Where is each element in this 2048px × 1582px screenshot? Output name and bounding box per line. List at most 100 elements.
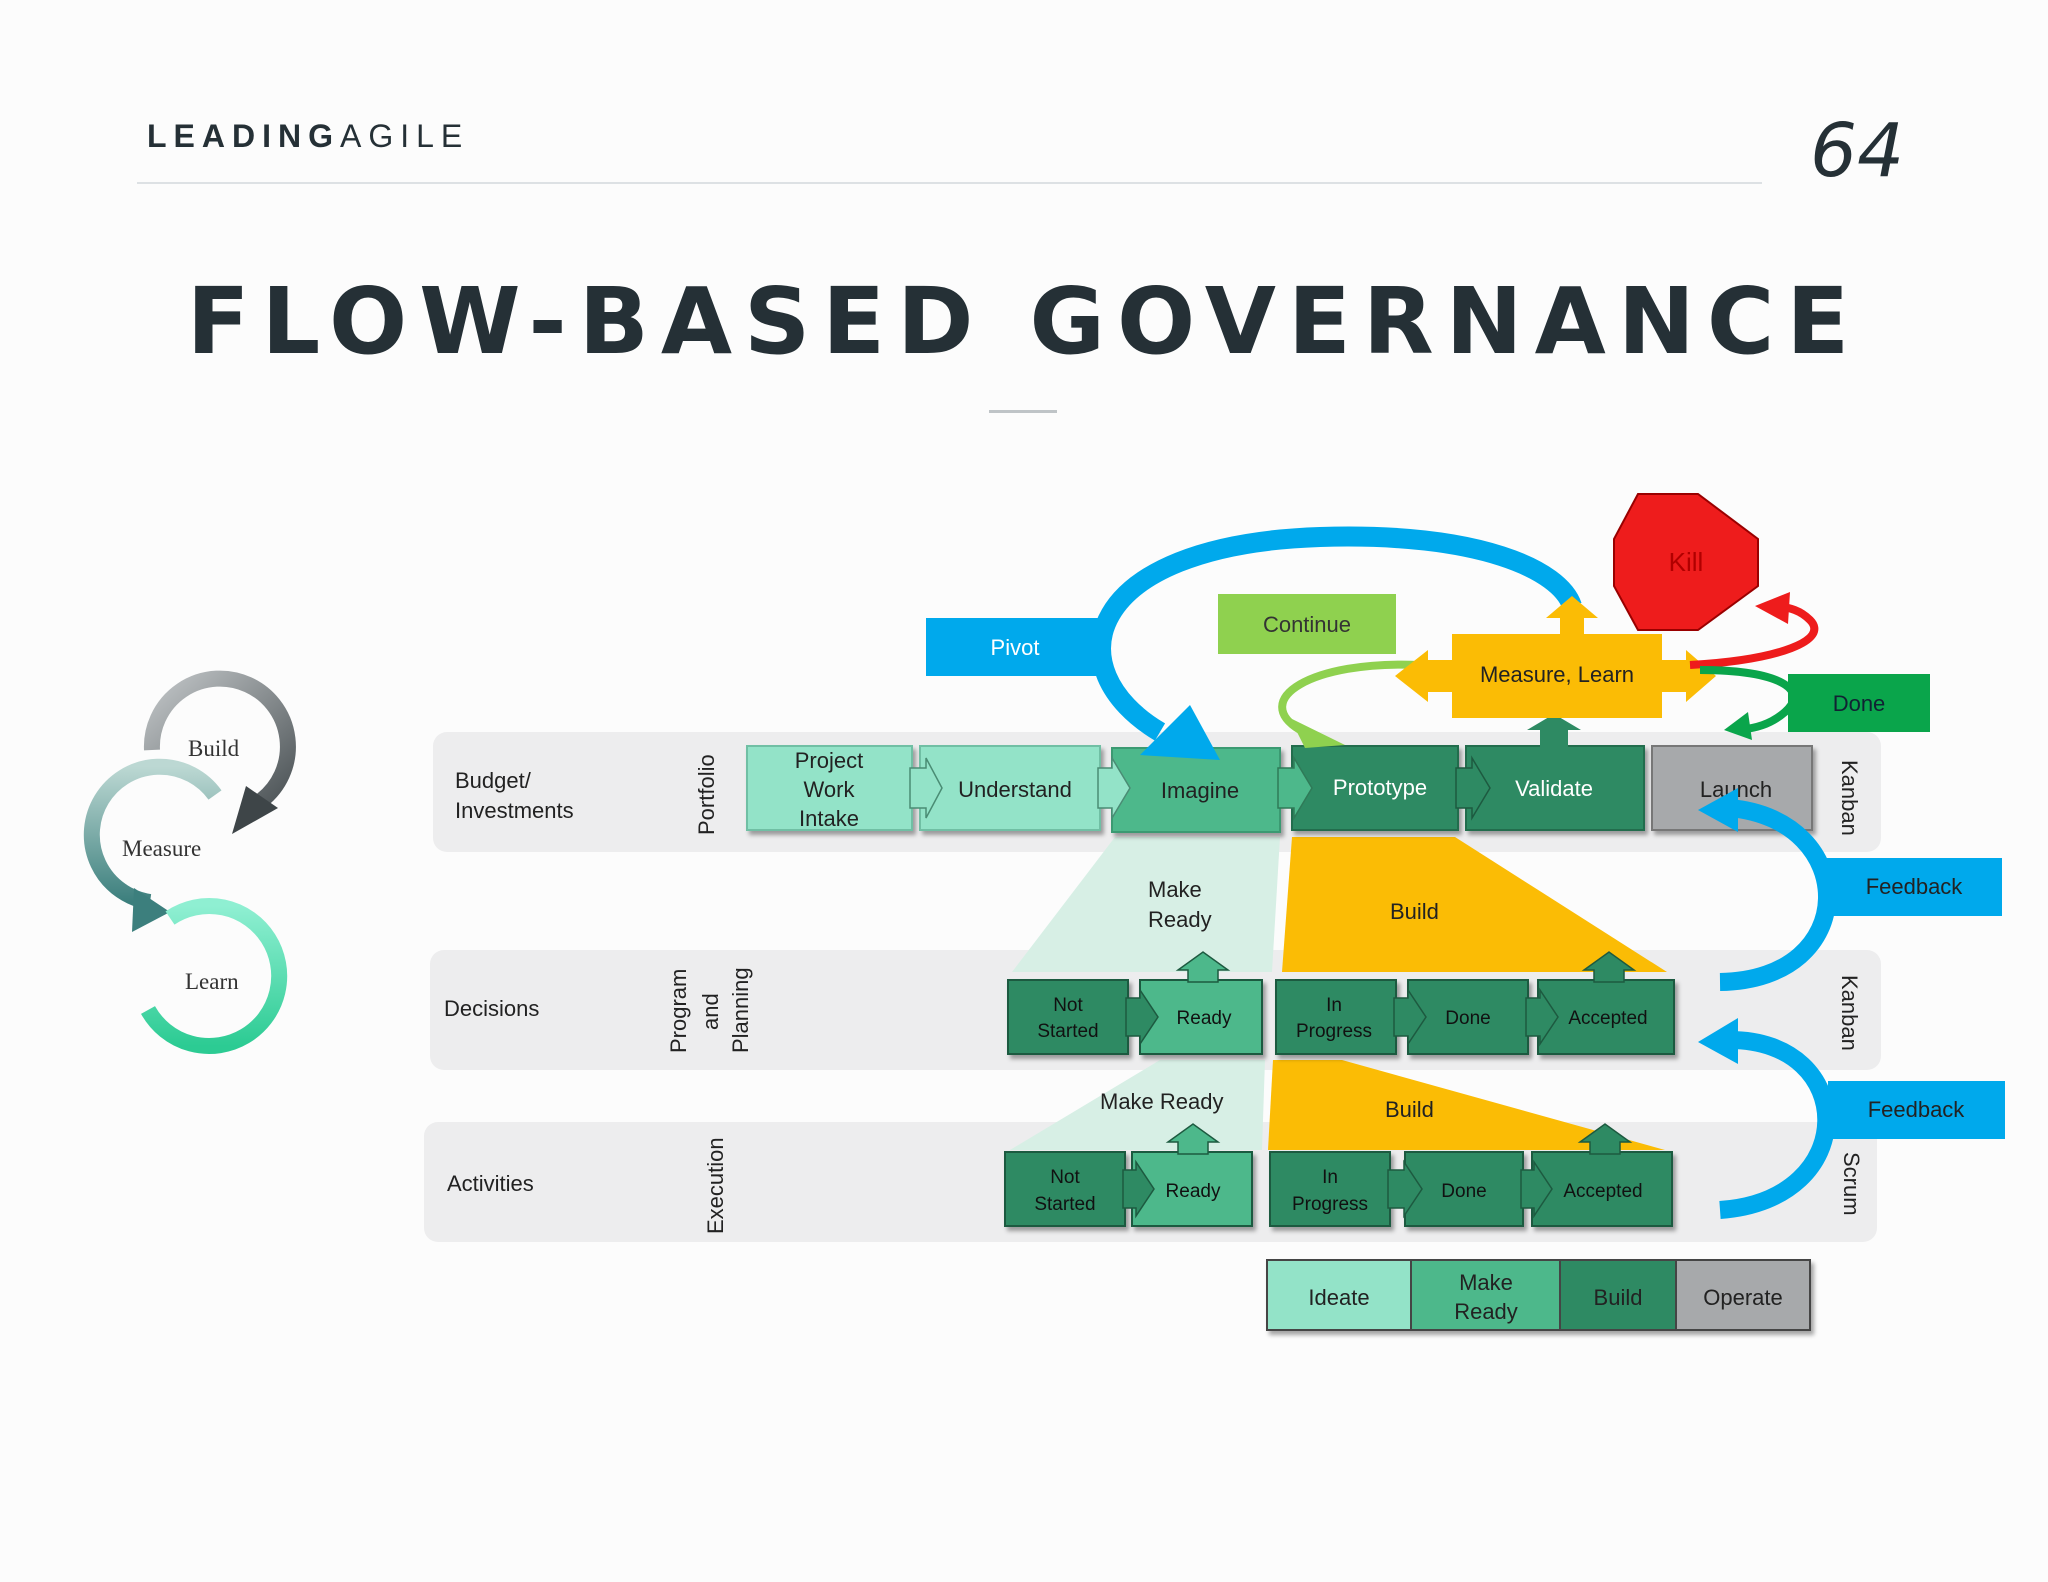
program-method-label: Kanban	[1837, 975, 1862, 1051]
imagine-label: Imagine	[1161, 778, 1239, 803]
program-accepted-label: Accepted	[1568, 1008, 1647, 1029]
arrow-execution-inprogress-done-icon	[1387, 1159, 1423, 1219]
execution-in-progress-label-2: Progress	[1292, 1194, 1368, 1215]
measure-learn-up-arrow-icon	[1546, 596, 1598, 636]
arrow-program-notstarted-ready-icon	[1125, 987, 1159, 1047]
execution-accepted-label: Accepted	[1563, 1181, 1642, 1202]
arrow-program-ready-up-icon	[1175, 951, 1231, 983]
kill-stop-sign-icon	[1613, 493, 1759, 631]
feedback-loop-2-icon	[1719, 1031, 1836, 1219]
portfolio-side-label: Portfolio	[694, 754, 719, 835]
program-side-label-1: Program	[666, 969, 691, 1053]
feedback-arrowhead-2-icon	[1698, 1018, 1738, 1064]
page-title: FLOW-BASED GOVERNANCE	[186, 268, 1862, 375]
continue-label: Continue	[1263, 612, 1351, 637]
build-arc-icon	[143, 670, 296, 807]
program-not-started-label-2: Started	[1037, 1021, 1098, 1042]
intake-label-2: Work	[804, 777, 856, 802]
legend-make-ready-label-2: Ready	[1454, 1299, 1518, 1324]
portfolio-method-label: Kanban	[1837, 760, 1862, 836]
measure-learn-left-arrow-icon	[1395, 650, 1453, 702]
legend-make-ready-label-1: Make	[1459, 1270, 1513, 1295]
page-number: 64	[1810, 108, 1905, 194]
program-make-ready-funnel	[1012, 837, 1280, 972]
execution-method-label: Scrum	[1839, 1152, 1864, 1216]
done-callout	[1788, 674, 1930, 732]
understand-label: Understand	[958, 777, 1072, 802]
execution-build-funnel	[1268, 1060, 1665, 1150]
legend-operate	[1675, 1259, 1811, 1331]
arrow-execution-ready-up-icon	[1165, 1123, 1221, 1155]
legend-build	[1559, 1259, 1677, 1331]
program-in-progress-label-1: In	[1326, 995, 1342, 1016]
cycle-build-label: Build	[188, 736, 240, 761]
feedback-callout-2	[1828, 1081, 2005, 1139]
build-measure-learn-cycle: Build Measure Learn	[83, 670, 296, 1054]
cycle-measure-label: Measure	[122, 836, 201, 861]
program-not-started-label-1: Not	[1053, 995, 1083, 1016]
program-not-started	[1007, 979, 1129, 1055]
budget-label-line2: Investments	[455, 798, 574, 823]
step-project-work-intake	[746, 745, 913, 831]
measure-learn-right-arrow-icon	[1660, 650, 1716, 702]
execution-in-progress-label-1: In	[1322, 1167, 1338, 1188]
decisions-label: Decisions	[444, 996, 539, 1021]
feedback-callout-1	[1825, 858, 2002, 916]
legend-ideate	[1266, 1259, 1412, 1331]
budget-label-line1: Budget/	[455, 768, 532, 793]
program-side-label-2: and	[698, 993, 723, 1030]
execution-not-started-label-2: Started	[1034, 1194, 1095, 1215]
continue-loop-arrow-icon	[1278, 660, 1421, 734]
continue-arrowhead-icon	[1290, 718, 1345, 748]
program-ready	[1139, 979, 1263, 1055]
measure-learn-label: Measure, Learn	[1480, 662, 1634, 687]
feedback-label-2: Feedback	[1868, 1097, 1966, 1122]
execution-done-label: Done	[1441, 1181, 1486, 1202]
execution-make-ready-funnel	[1010, 1060, 1265, 1150]
build-arrowhead-icon	[232, 786, 278, 834]
pivot-callout	[926, 618, 1104, 676]
program-make-ready-label-1: Make	[1148, 877, 1202, 902]
pivot-loop-arrow-icon	[1091, 526, 1582, 741]
kill-arrow-icon	[1689, 602, 1819, 669]
brand-logo: LEADINGAGILE	[147, 118, 470, 154]
legend-build-label: Build	[1594, 1285, 1643, 1310]
arrow-execution-done-accepted-icon	[1520, 1159, 1553, 1219]
execution-make-ready-label: Make Ready	[1100, 1089, 1224, 1114]
pivot-arrowhead-icon	[1140, 705, 1220, 760]
program-in-progress-label-2: Progress	[1296, 1021, 1372, 1042]
pivot-label: Pivot	[991, 635, 1040, 660]
done-label: Done	[1833, 691, 1886, 716]
program-make-ready-label-2: Ready	[1148, 907, 1212, 932]
validate-up-arrow-icon	[1527, 714, 1581, 748]
feedback-label-1: Feedback	[1866, 874, 1964, 899]
execution-side-label: Execution	[703, 1137, 728, 1234]
legend-operate-label: Operate	[1703, 1285, 1783, 1310]
title-divider	[989, 410, 1057, 413]
measure-arrowhead-icon	[132, 888, 170, 932]
arrow-intake-understand-icon	[909, 757, 943, 819]
program-build-label: Build	[1390, 899, 1439, 924]
execution-not-started-label-1: Not	[1050, 1167, 1080, 1188]
arrow-understand-imagine-icon	[1097, 755, 1131, 821]
phase-legend	[1266, 1259, 1811, 1331]
arrow-program-accepted-up-icon	[1581, 951, 1637, 983]
intake-label-3: Intake	[799, 806, 859, 831]
arrow-execution-notstarted-ready-icon	[1122, 1159, 1155, 1219]
measure-arc-icon	[83, 758, 222, 910]
done-arrowhead-icon	[1724, 712, 1752, 740]
execution-not-started	[1004, 1151, 1126, 1227]
kill-arrowhead-icon	[1755, 592, 1790, 624]
execution-in-progress	[1269, 1151, 1391, 1227]
arrow-execution-accepted-up-icon	[1577, 1123, 1633, 1155]
header-divider	[137, 182, 1762, 184]
measure-learn-callout	[1452, 634, 1662, 718]
execution-accepted	[1531, 1151, 1673, 1227]
validate-label: Validate	[1515, 776, 1593, 801]
program-done-label: Done	[1445, 1008, 1490, 1029]
program-in-progress	[1275, 979, 1397, 1055]
learn-arc-icon	[141, 898, 288, 1054]
execution-ready-label: Ready	[1166, 1181, 1221, 1202]
feedback-arrowhead-1-icon	[1698, 788, 1738, 832]
prototype-label: Prototype	[1333, 775, 1427, 800]
